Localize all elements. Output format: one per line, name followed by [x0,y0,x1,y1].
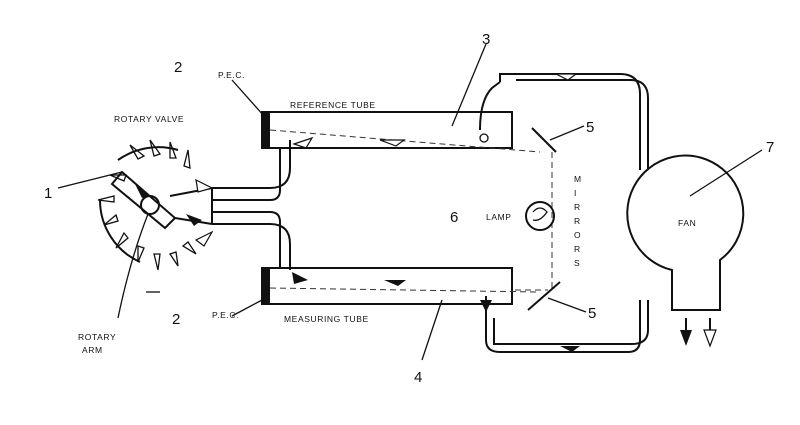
lamp-bulb [525,201,555,231]
mirrors-letter: M [574,174,582,184]
callout-3: 3 [482,31,490,48]
reference-tube-label: REFERENCE TUBE [290,100,376,110]
reference-tube [261,81,541,153]
callout-2-top: 2 [174,59,182,76]
fan-label: FAN [678,218,696,228]
pec-top-cell [262,112,270,148]
callout-6: 6 [450,209,458,226]
mirrors-letter: O [574,230,581,240]
mirrors-letter: S [574,258,580,268]
fan-exhaust-arrow-filled [680,330,692,346]
measuring-tube-label: MEASURING TUBE [284,314,369,324]
mirrors-letter: R [574,216,581,226]
mirrors-letter: R [574,202,581,212]
callout-5-top: 5 [586,119,594,136]
pec-top-label: P.E.C. [218,70,245,80]
fan-exhaust-arrow-outline [703,329,717,348]
mirrors-label: M I R R O R S [574,174,582,268]
pec-bottom-label: P.E.C. [212,310,239,320]
measuring-tube [261,267,541,318]
pec-bottom-cell [262,268,270,304]
fan-housing [626,154,745,348]
rotary-arm-label-1: ROTARY [78,332,116,342]
mirrors-letter: R [574,244,581,254]
callout-4: 4 [414,369,422,386]
return-ducts [485,73,649,353]
optical-path [515,127,561,311]
rotary-valve-label: ROTARY VALVE [114,114,184,124]
inlet-ducts [211,140,291,270]
leader-lines [57,43,763,361]
callout-5-bottom: 5 [588,305,596,322]
callout-2-bottom: 2 [172,311,180,328]
lamp-label: LAMP [486,212,512,222]
rotary-valve [97,139,214,293]
callout-1: 1 [44,185,52,202]
mirrors-letter: I [574,188,577,198]
callout-7: 7 [766,139,774,156]
rotary-arm-label-2: ARM [82,345,103,355]
